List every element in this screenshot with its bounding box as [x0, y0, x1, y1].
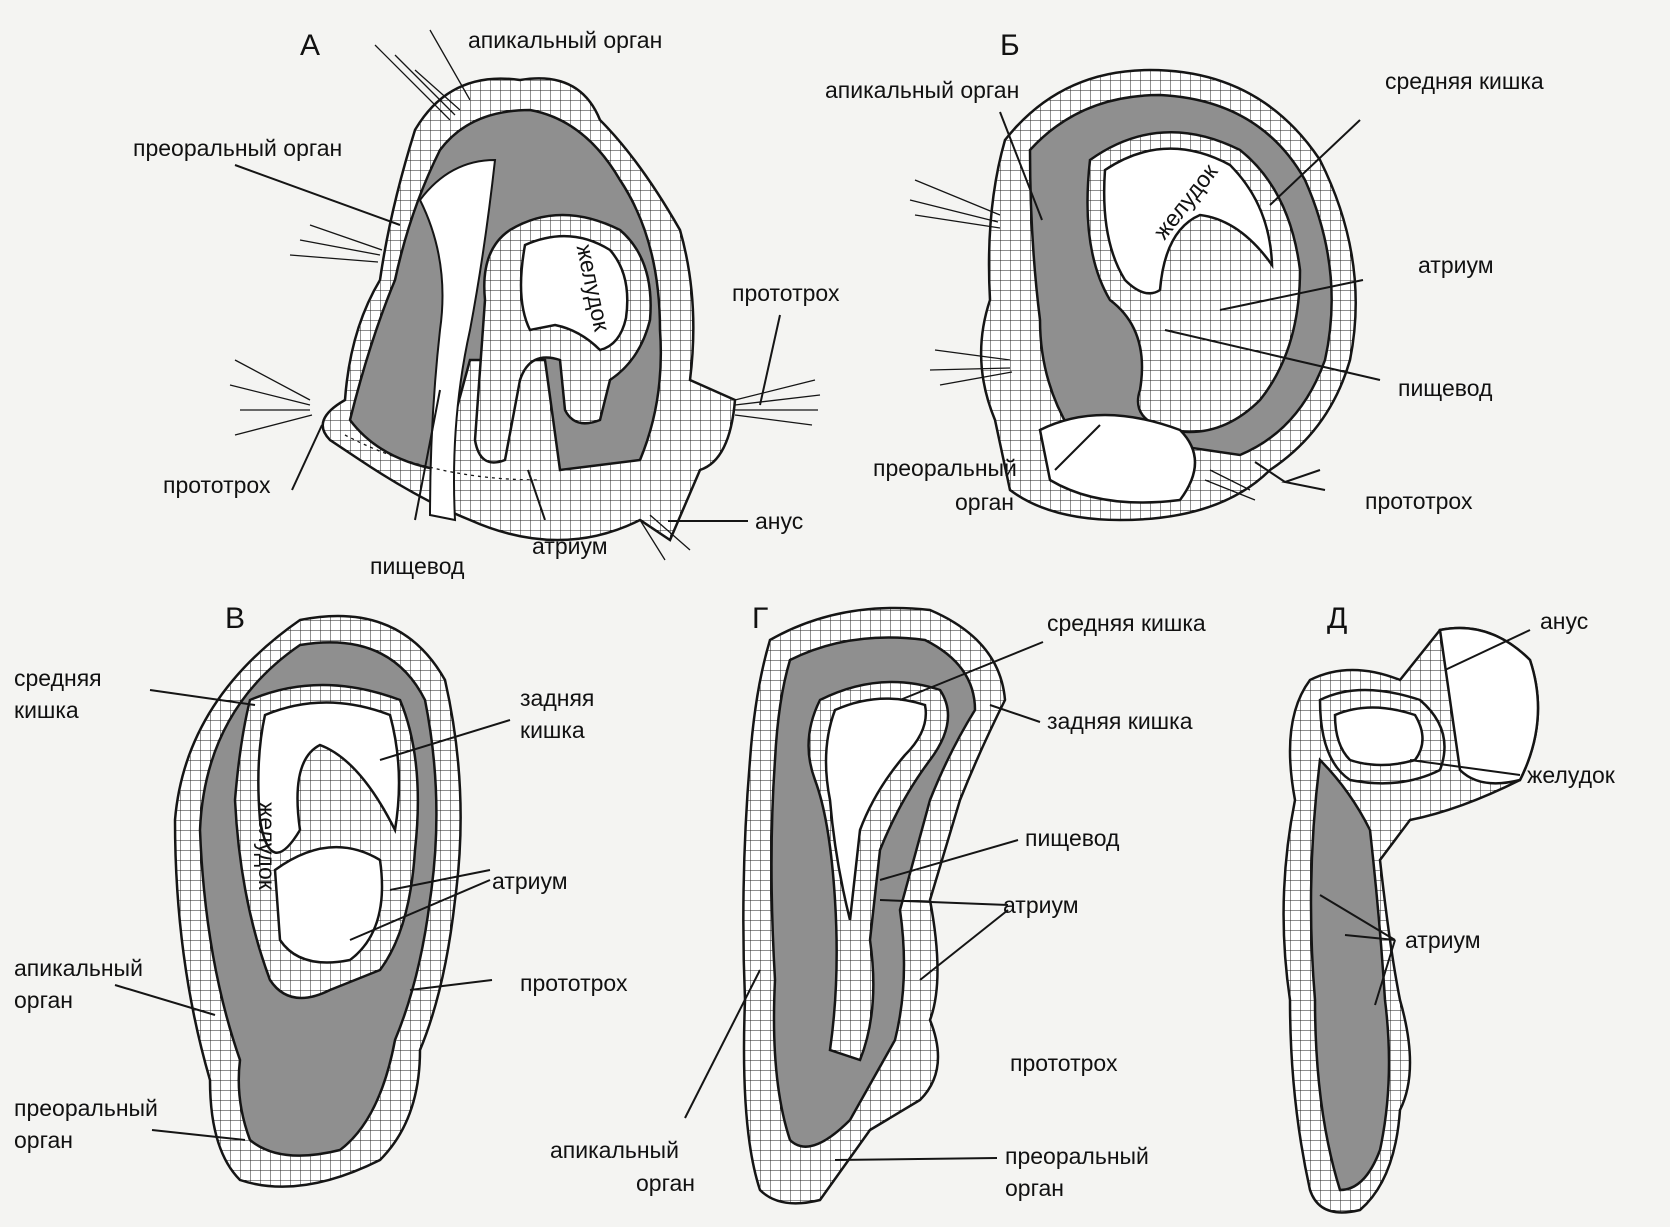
g-label-preoral-2: орган — [1005, 1175, 1064, 1202]
panel-letter-g: Г — [752, 603, 768, 635]
b-label-esophagus: пищевод — [1398, 375, 1492, 402]
v-label-atrium: атриум — [492, 868, 568, 895]
panel-g-drawing — [743, 608, 1005, 1203]
v-label-apical-2: орган — [14, 987, 73, 1014]
v-label-apical-1: апикальный — [14, 955, 143, 982]
g-label-prototroch: прототрох — [1010, 1050, 1117, 1077]
a-label-esophagus: пищевод — [370, 553, 464, 580]
v-label-stomach: желудок — [253, 802, 280, 890]
g-label-esophagus: пищевод — [1025, 825, 1119, 852]
g-label-atrium: атриум — [1003, 892, 1079, 919]
panel-letter-v: В — [225, 603, 245, 635]
g-label-preoral-1: преоральный — [1005, 1143, 1149, 1170]
v-label-hindgut-2: кишка — [520, 717, 585, 744]
panel-v-drawing — [175, 616, 461, 1187]
v-label-midgut-2: кишка — [14, 697, 79, 724]
a-label-prototroch-left: прототрох — [163, 472, 270, 499]
g-label-apical-2: орган — [636, 1170, 695, 1197]
v-label-midgut-1: средняя — [14, 665, 102, 692]
g-label-apical-1: апикальный — [550, 1137, 679, 1164]
panel-letter-a: А — [300, 30, 320, 62]
d-label-stomach: желудок — [1527, 762, 1615, 789]
panel-d-stomach-lumen — [1335, 708, 1423, 766]
b-label-midgut: средняя кишка — [1385, 68, 1544, 95]
a-label-preoral-organ: преоральный орган — [133, 135, 342, 162]
g-label-midgut: средняя кишка — [1047, 610, 1206, 637]
b-label-atrium: атриум — [1418, 252, 1494, 279]
a-label-prototroch-right: прототрох — [732, 280, 839, 307]
b-label-preoral-organ-2: орган — [955, 489, 1014, 516]
g-label-hindgut: задняя кишка — [1047, 708, 1192, 735]
v-label-preoral-2: орган — [14, 1127, 73, 1154]
panel-d-drawing — [1284, 628, 1538, 1213]
d-label-anus: анус — [1540, 608, 1588, 635]
panel-letter-b: Б — [1000, 30, 1020, 62]
b-label-preoral-organ-1: преоральный — [873, 455, 1017, 482]
panel-v-lower-lumen — [275, 847, 382, 962]
v-label-hindgut-1: задняя — [520, 685, 594, 712]
panel-letter-d: Д — [1327, 603, 1347, 635]
a-label-atrium: атриум — [532, 533, 608, 560]
a-label-anus: анус — [755, 508, 803, 535]
d-label-atrium: атриум — [1405, 927, 1481, 954]
a-label-apical-organ: апикальный орган — [468, 27, 662, 54]
v-label-prototroch: прототрох — [520, 970, 627, 997]
b-label-apical-organ: апикальный орган — [825, 77, 1019, 104]
b-label-prototroch: прототрох — [1365, 488, 1472, 515]
v-label-preoral-1: преоральный — [14, 1095, 158, 1122]
